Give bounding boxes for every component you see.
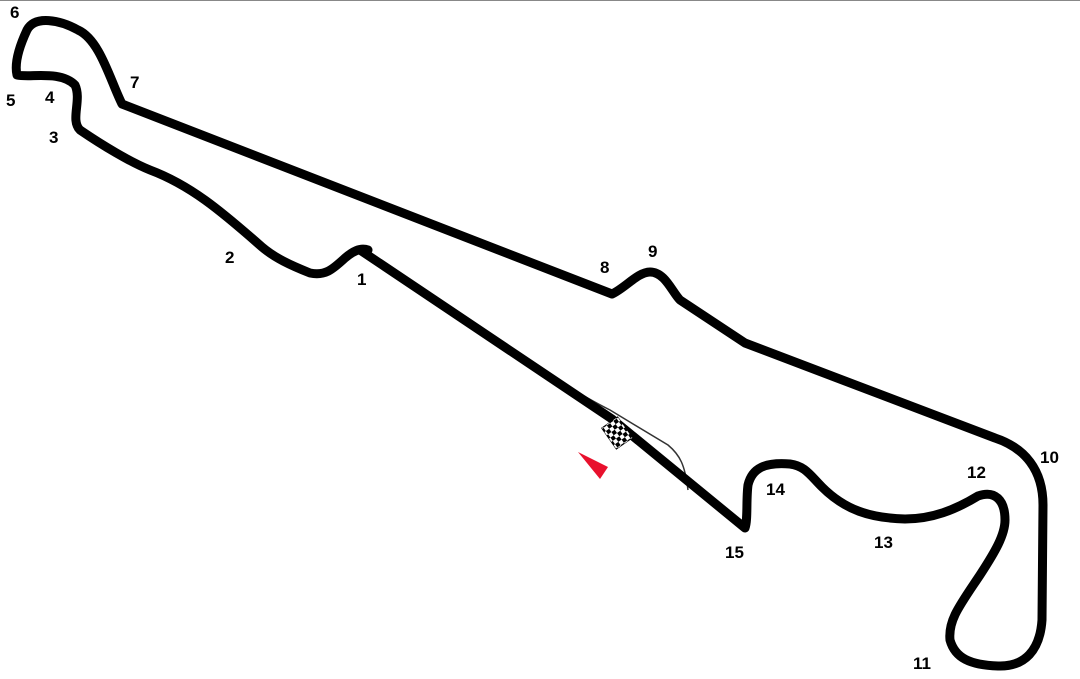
corner-label-15: 15 xyxy=(725,543,744,562)
corner-label-14: 14 xyxy=(766,480,785,499)
corner-label-7: 7 xyxy=(130,73,139,92)
corner-label-2: 2 xyxy=(225,248,234,267)
corner-label-12: 12 xyxy=(967,463,986,482)
corner-label-13: 13 xyxy=(874,533,893,552)
corner-label-4: 4 xyxy=(45,88,55,107)
corner-label-5: 5 xyxy=(6,91,15,110)
corner-labels: 1 2 3 4 5 6 7 8 9 10 11 12 13 14 15 xyxy=(6,3,1059,673)
checkered-flag-icon xyxy=(601,416,633,450)
top-border-line xyxy=(0,0,1080,1)
direction-arrow-icon xyxy=(578,452,608,479)
corner-label-11: 11 xyxy=(913,654,931,673)
corner-label-3: 3 xyxy=(49,128,58,147)
corner-label-8: 8 xyxy=(600,258,609,277)
corner-label-10: 10 xyxy=(1040,448,1059,467)
track-outline xyxy=(11,16,1048,671)
corner-label-6: 6 xyxy=(10,3,19,22)
corner-label-9: 9 xyxy=(648,242,657,261)
corner-label-1: 1 xyxy=(357,270,366,289)
